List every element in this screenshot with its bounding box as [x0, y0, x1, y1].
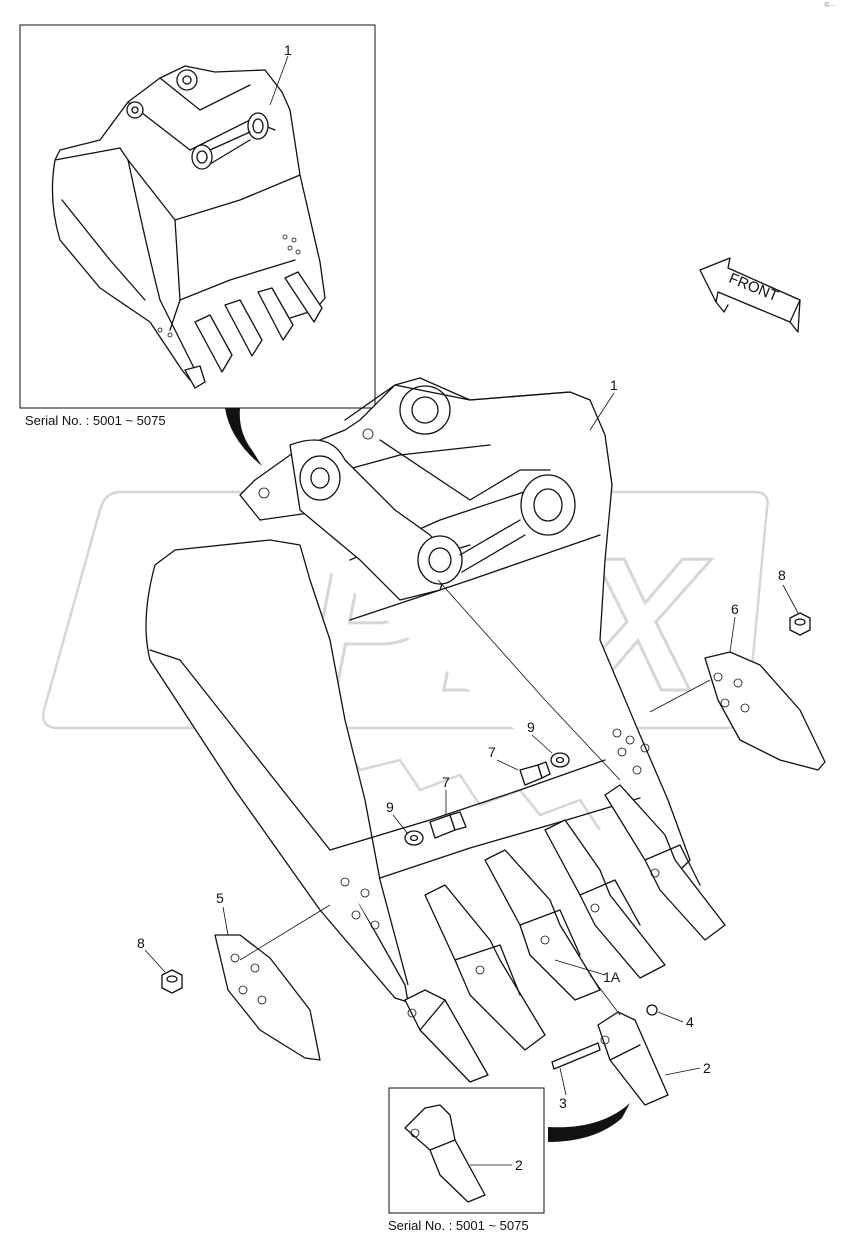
- washer-upper: [550, 752, 570, 768]
- serial-bottom: Serial No. : 5001 ~ 5075: [388, 1218, 529, 1233]
- callout-4: 4: [686, 1014, 694, 1030]
- nut-left: [161, 969, 183, 994]
- tooth-3: [484, 849, 601, 1001]
- callout-8-right: 8: [778, 567, 786, 583]
- callout-2: 2: [703, 1060, 711, 1076]
- inset-tooth-drawing: 2: [404, 1104, 523, 1203]
- tooth-point-exploded: [597, 1011, 669, 1106]
- corner-mark: ©···: [824, 3, 835, 9]
- serial-top: Serial No. : 5001 ~ 5075: [25, 413, 166, 428]
- callout-1A: 1A: [603, 969, 621, 985]
- callout-9-upper: 9: [527, 719, 535, 735]
- nut-right: [789, 612, 811, 636]
- side-cutter-right: [649, 651, 826, 771]
- teeth: [404, 784, 726, 1106]
- callout-8-left: 8: [137, 935, 145, 951]
- washer-lower: [404, 830, 424, 846]
- callout-6: 6: [731, 601, 739, 617]
- arrow-inset-bottom: [548, 1103, 630, 1142]
- callout-7-upper: 7: [488, 744, 496, 760]
- inset-top-callout: 1: [284, 42, 292, 58]
- tooth-pin: [551, 1042, 601, 1070]
- callout-1: 1: [610, 377, 618, 393]
- arrow-inset-top: [225, 408, 262, 466]
- side-cutter-left: [214, 904, 331, 1061]
- inset-bucket-drawing: 1: [51, 42, 326, 389]
- inset-top: 1: [19, 24, 376, 409]
- front-arrow-icon: FRONT: [699, 257, 801, 333]
- callouts: 1 8 6 9 7 7 9 5 8 1A 4 2 3: [137, 377, 786, 1111]
- callout-3: 3: [559, 1095, 567, 1111]
- main-bucket: [145, 377, 691, 1003]
- lock-washer: [646, 1004, 658, 1016]
- tooth-1: [404, 989, 489, 1083]
- bolt-upper: [519, 761, 551, 786]
- tooth-2: [424, 884, 546, 1051]
- inset-bottom-callout: 2: [515, 1157, 523, 1173]
- callout-7-lower: 7: [442, 774, 450, 790]
- callout-9-lower: 9: [386, 799, 394, 815]
- inset-bottom: 2: [388, 1087, 545, 1214]
- hardware: [161, 612, 811, 994]
- tooth-4: [544, 819, 666, 979]
- tooth-5: [604, 784, 726, 941]
- callout-5: 5: [216, 890, 224, 906]
- bolt-lower: [429, 811, 467, 839]
- leader-lines: [144, 392, 799, 1096]
